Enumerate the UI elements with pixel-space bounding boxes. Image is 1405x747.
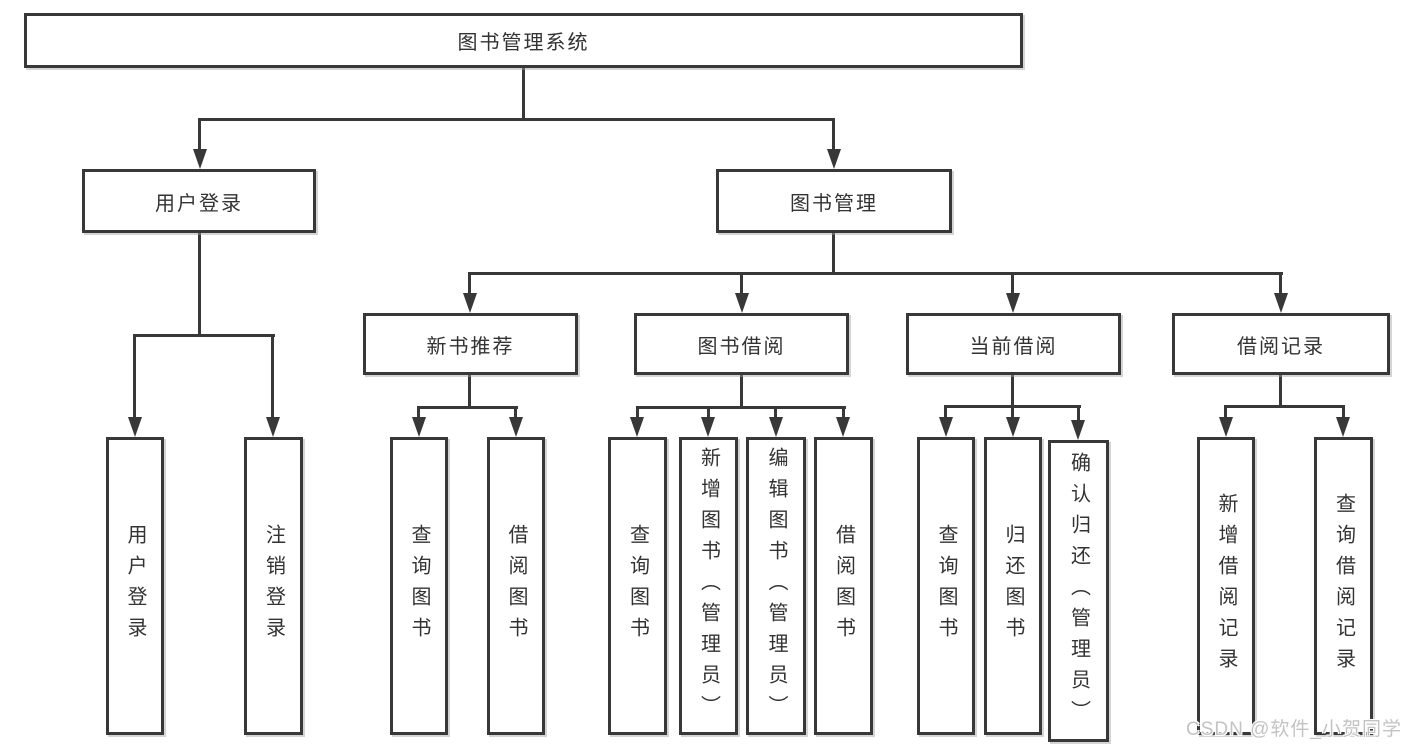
arrowhead-icon (836, 417, 850, 437)
node-new-book-recommend: 新书推荐 (363, 313, 578, 375)
leaf-query-books-recommend-label: 查询图书 (408, 524, 430, 648)
arrowhead-icon (266, 417, 280, 437)
leaf-add-book-admin: 新增图书（管理员） (679, 437, 738, 735)
connector-borrow-records-bar (1224, 405, 1345, 408)
arrowhead-icon (193, 149, 207, 169)
connector-drop (707, 406, 710, 420)
connector-book-mgmt-drop (832, 118, 835, 152)
node-user-login-label: 用户登录 (155, 192, 243, 215)
leaf-user-login-label: 用户登录 (124, 524, 146, 648)
leaf-edit-book-admin-label: 编辑图书（管理员） (765, 446, 787, 726)
leaf-return-book: 归还图书 (984, 437, 1042, 735)
csdn-watermark: CSDN @软件_小贺同学 (1186, 719, 1402, 740)
connector-drop (1077, 405, 1080, 423)
arrowhead-icon (1274, 293, 1288, 313)
arrowhead-icon (128, 417, 142, 437)
arrowhead-icon (463, 293, 477, 313)
connector-drop (636, 406, 639, 420)
arrowhead-icon (827, 149, 841, 169)
leaf-borrow-books-label: 借阅图书 (832, 524, 855, 648)
node-borrow-records-label: 借阅记录 (1237, 335, 1325, 358)
node-user-login: 用户登录 (82, 169, 316, 233)
leaf-borrow-books: 借阅图书 (814, 437, 873, 735)
leaf-return-book-label: 归还图书 (1002, 524, 1024, 648)
node-root: 图书管理系统 (24, 13, 1023, 68)
connector-drop (1011, 272, 1014, 296)
arrowhead-icon (1219, 417, 1233, 437)
leaf-borrow-books-recommend: 借阅图书 (487, 437, 545, 735)
connector-drop (1224, 405, 1227, 420)
leaf-query-borrow-record: 查询借阅记录 (1314, 437, 1373, 735)
arrowhead-icon (701, 417, 715, 437)
connector-user-login-bar (133, 334, 275, 337)
connector-drop (1011, 405, 1014, 420)
node-new-book-recommend-label: 新书推荐 (426, 335, 515, 358)
leaf-add-borrow-record-label: 新增借阅记录 (1215, 493, 1237, 679)
connector-drop (514, 406, 517, 420)
leaf-query-books-current-label: 查询图书 (935, 524, 957, 648)
leaf-confirm-return-admin-label: 确认归还（管理员） (1067, 451, 1090, 731)
arrowhead-icon (509, 417, 523, 437)
connector-book-mgmt-bar (469, 272, 1283, 275)
leaf-borrow-books-recommend-label: 借阅图书 (505, 524, 527, 648)
arrowhead-icon (1336, 417, 1350, 437)
node-book-mgmt-label: 图书管理 (790, 192, 878, 215)
node-root-label: 图书管理系统 (457, 32, 590, 54)
connector-borrow-records-stem (1279, 375, 1282, 408)
node-book-borrow-label: 图书借阅 (697, 335, 786, 358)
connector-new-book-stem (468, 375, 471, 409)
leaf-edit-book-admin: 编辑图书（管理员） (746, 437, 806, 735)
connector-drop (271, 334, 274, 420)
connector-book-borrow-bar (636, 406, 846, 409)
leaf-logout-login-label: 注销登录 (262, 524, 285, 648)
leaf-query-books-current: 查询图书 (917, 437, 975, 735)
leaf-add-book-admin-label: 新增图书（管理员） (697, 446, 720, 726)
node-current-borrow-label: 当前借阅 (969, 335, 1058, 358)
connector-drop (740, 272, 743, 296)
leaf-user-login: 用户登录 (106, 437, 164, 735)
connector-drop (1279, 272, 1282, 296)
arrowhead-icon (412, 417, 426, 437)
leaf-query-books-recommend: 查询图书 (390, 437, 448, 735)
connector-root-bar (198, 118, 835, 121)
node-book-borrow: 图书借阅 (634, 313, 849, 375)
leaf-logout-login: 注销登录 (244, 437, 303, 735)
connector-user-login-drop (198, 118, 201, 152)
connector-root-stem (522, 66, 525, 120)
connector-user-login-stem (198, 233, 201, 337)
connector-drop (1342, 405, 1345, 420)
connector-drop (133, 334, 136, 420)
connector-drop (774, 406, 777, 420)
leaf-query-borrow-record-label: 查询借阅记录 (1332, 493, 1355, 679)
arrowhead-icon (769, 417, 783, 437)
connector-book-borrow-stem (740, 375, 743, 409)
connector-drop (842, 406, 845, 420)
leaf-query-books-borrow: 查询图书 (608, 437, 667, 735)
leaf-confirm-return-admin: 确认归还（管理员） (1048, 440, 1109, 742)
leaf-query-books-borrow-label: 查询图书 (626, 524, 649, 648)
connector-new-book-bar (417, 406, 518, 409)
connector-drop (944, 405, 947, 420)
arrowhead-icon (1006, 417, 1020, 437)
leaf-add-borrow-record: 新增借阅记录 (1197, 437, 1255, 735)
node-book-mgmt: 图书管理 (716, 169, 952, 233)
arrowhead-icon (735, 293, 749, 313)
connector-current-borrow-stem (1011, 375, 1014, 408)
arrowhead-icon (1006, 293, 1020, 313)
connector-drop (468, 272, 471, 296)
connector-drop (417, 406, 420, 420)
arrowhead-icon (630, 417, 644, 437)
node-borrow-records: 借阅记录 (1172, 313, 1390, 375)
connector-book-mgmt-stem (832, 233, 835, 275)
node-current-borrow: 当前借阅 (906, 313, 1121, 375)
arrowhead-icon (1071, 420, 1085, 440)
arrowhead-icon (939, 417, 953, 437)
